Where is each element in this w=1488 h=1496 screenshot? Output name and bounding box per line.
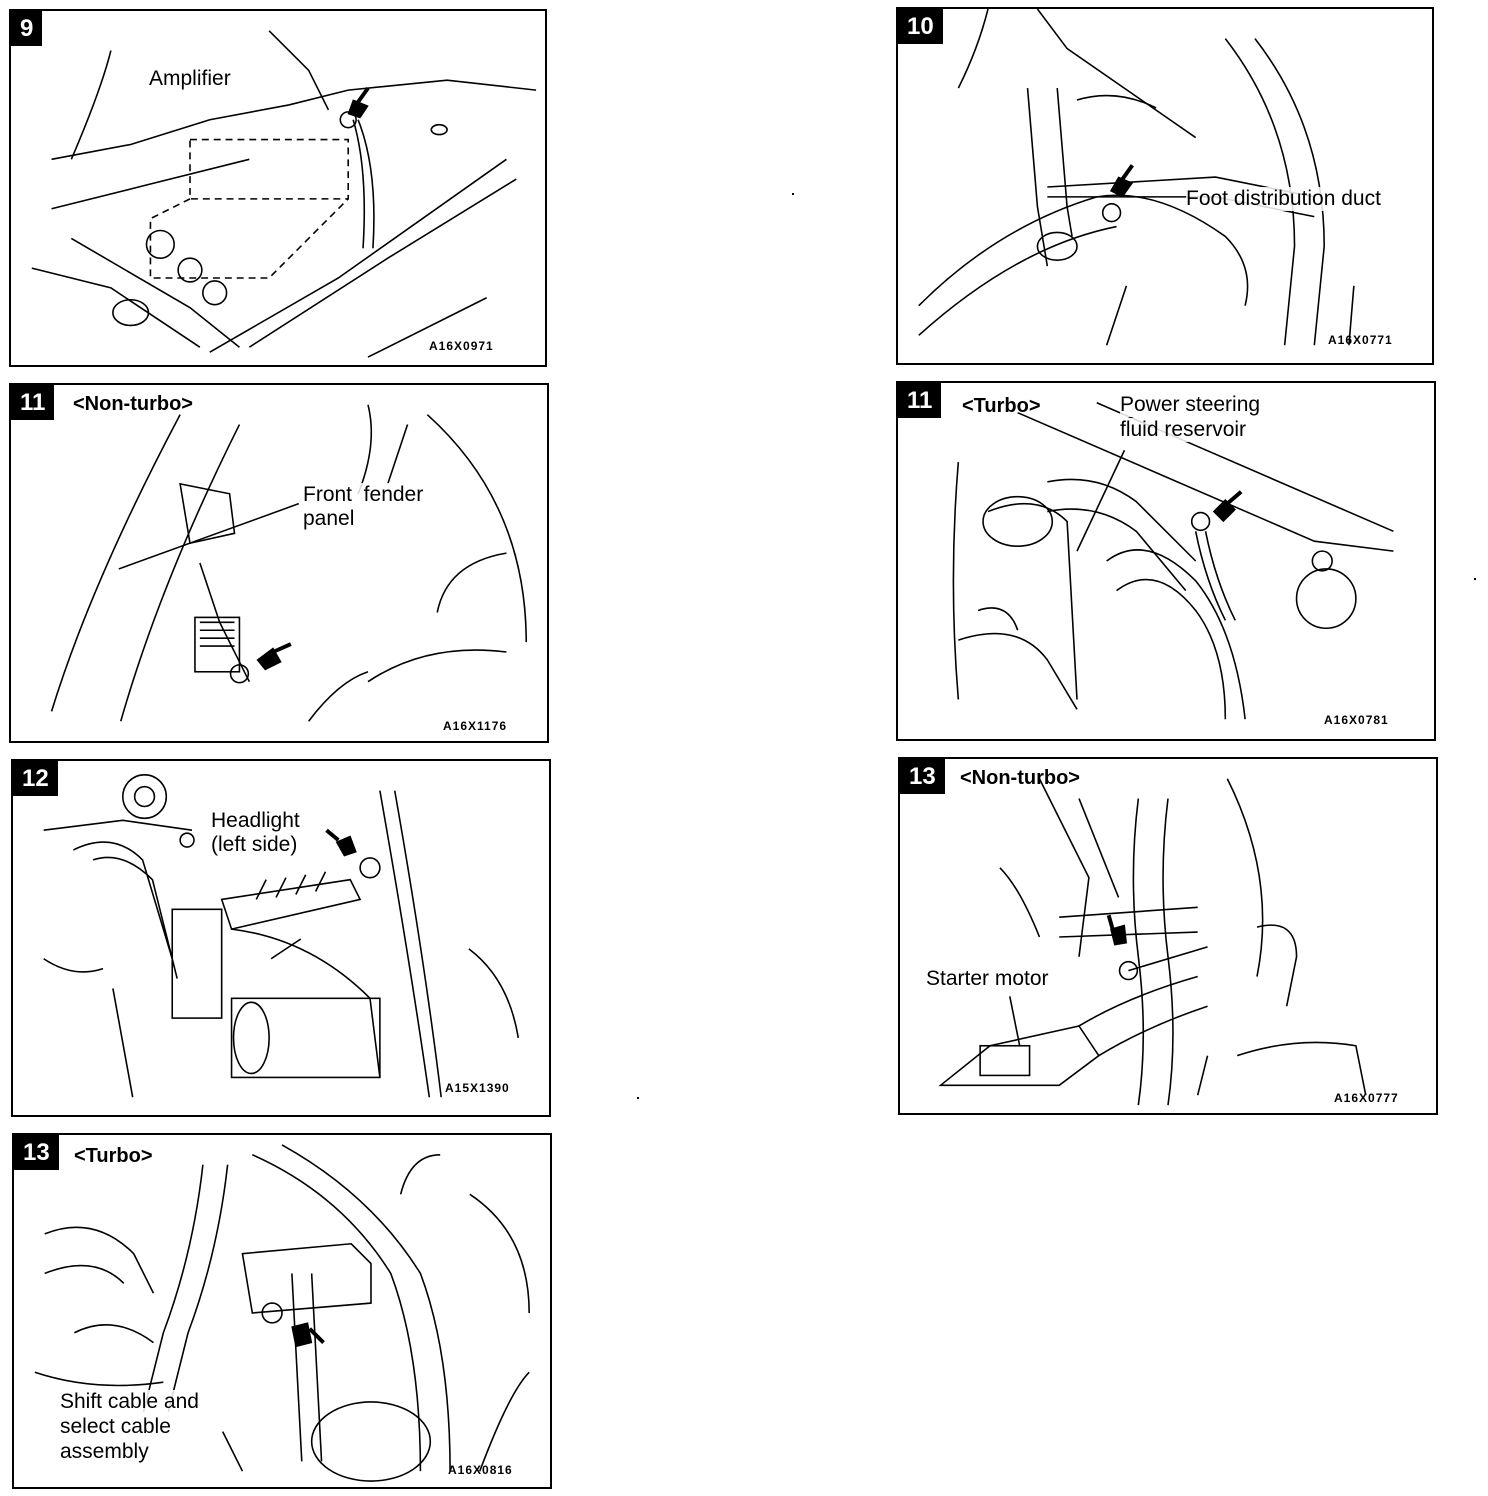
- front-fender-label: Front fender: [303, 483, 424, 507]
- illustration-starter-motor: [938, 778, 1367, 1106]
- left-side-label: (left side): [211, 833, 298, 857]
- variant-label: <Non-turbo>: [960, 767, 1080, 789]
- figure-code: A16X0816: [448, 1463, 513, 1477]
- power-steering-label: Power steering: [1120, 393, 1261, 417]
- step-number: 12: [13, 761, 58, 796]
- figure-panel-9: 9 Amplifier A16X0971: [9, 9, 547, 367]
- scan-speck: [637, 1097, 639, 1099]
- step-number: 13: [900, 759, 945, 794]
- figure-panel-11-turbo: 11 <Turbo> Power steering fluid reservoi…: [896, 381, 1436, 741]
- figure-code: A16X1176: [443, 719, 508, 733]
- figure-panel-13-turbo: 13 <Turbo> Shift cable and select cable …: [12, 1133, 552, 1489]
- scan-speck: [792, 193, 794, 195]
- step-number: 11: [898, 383, 942, 418]
- scan-speck: [1474, 578, 1476, 580]
- figure-code: A16X0971: [429, 339, 494, 353]
- shift-cable-label: Shift cable and: [60, 1390, 199, 1414]
- figure-code: A15X1390: [445, 1081, 510, 1095]
- variant-label: <Non-turbo>: [73, 393, 193, 415]
- figure-code: A16X0777: [1334, 1091, 1399, 1105]
- illustration-shift-cable: [34, 1144, 530, 1482]
- figure-code: A16X0771: [1328, 333, 1393, 347]
- figure-panel-13-non-turbo: 13 <Non-turbo> Starter motor A16X0777: [898, 757, 1438, 1115]
- step-number: 13: [14, 1135, 59, 1170]
- select-cable-label: select cable: [60, 1415, 171, 1439]
- illustration-foot-distribution-duct: [918, 9, 1355, 346]
- step-number: 10: [898, 9, 943, 44]
- starter-motor-label: Starter motor: [926, 967, 1049, 991]
- figure-panel-11-non-turbo: 11 <Non-turbo> Front fender panel A16X11…: [9, 383, 549, 743]
- illustration-amplifier: [31, 30, 537, 358]
- foot-distribution-duct-label: Foot distribution duct: [1186, 187, 1381, 211]
- variant-label: <Turbo>: [74, 1145, 153, 1167]
- figure-panel-10: 10 Foot distribution duct A16X0771: [896, 7, 1434, 365]
- figure-panel-12: 12 Headlight (left side) A15X1390: [11, 759, 551, 1117]
- amplifier-label: Amplifier: [149, 67, 231, 91]
- headlight-label: Headlight: [211, 809, 300, 833]
- step-number: 11: [11, 385, 55, 420]
- illustration-front-fender-panel: [50, 404, 528, 722]
- panel-label: panel: [303, 507, 355, 531]
- step-number: 9: [11, 11, 43, 46]
- figure-code: A16X0781: [1324, 713, 1389, 727]
- illustration-headlight: [43, 774, 520, 1098]
- assembly-label: assembly: [60, 1440, 149, 1464]
- variant-label: <Turbo>: [962, 395, 1041, 417]
- fluid-reservoir-label: fluid reservoir: [1120, 418, 1247, 442]
